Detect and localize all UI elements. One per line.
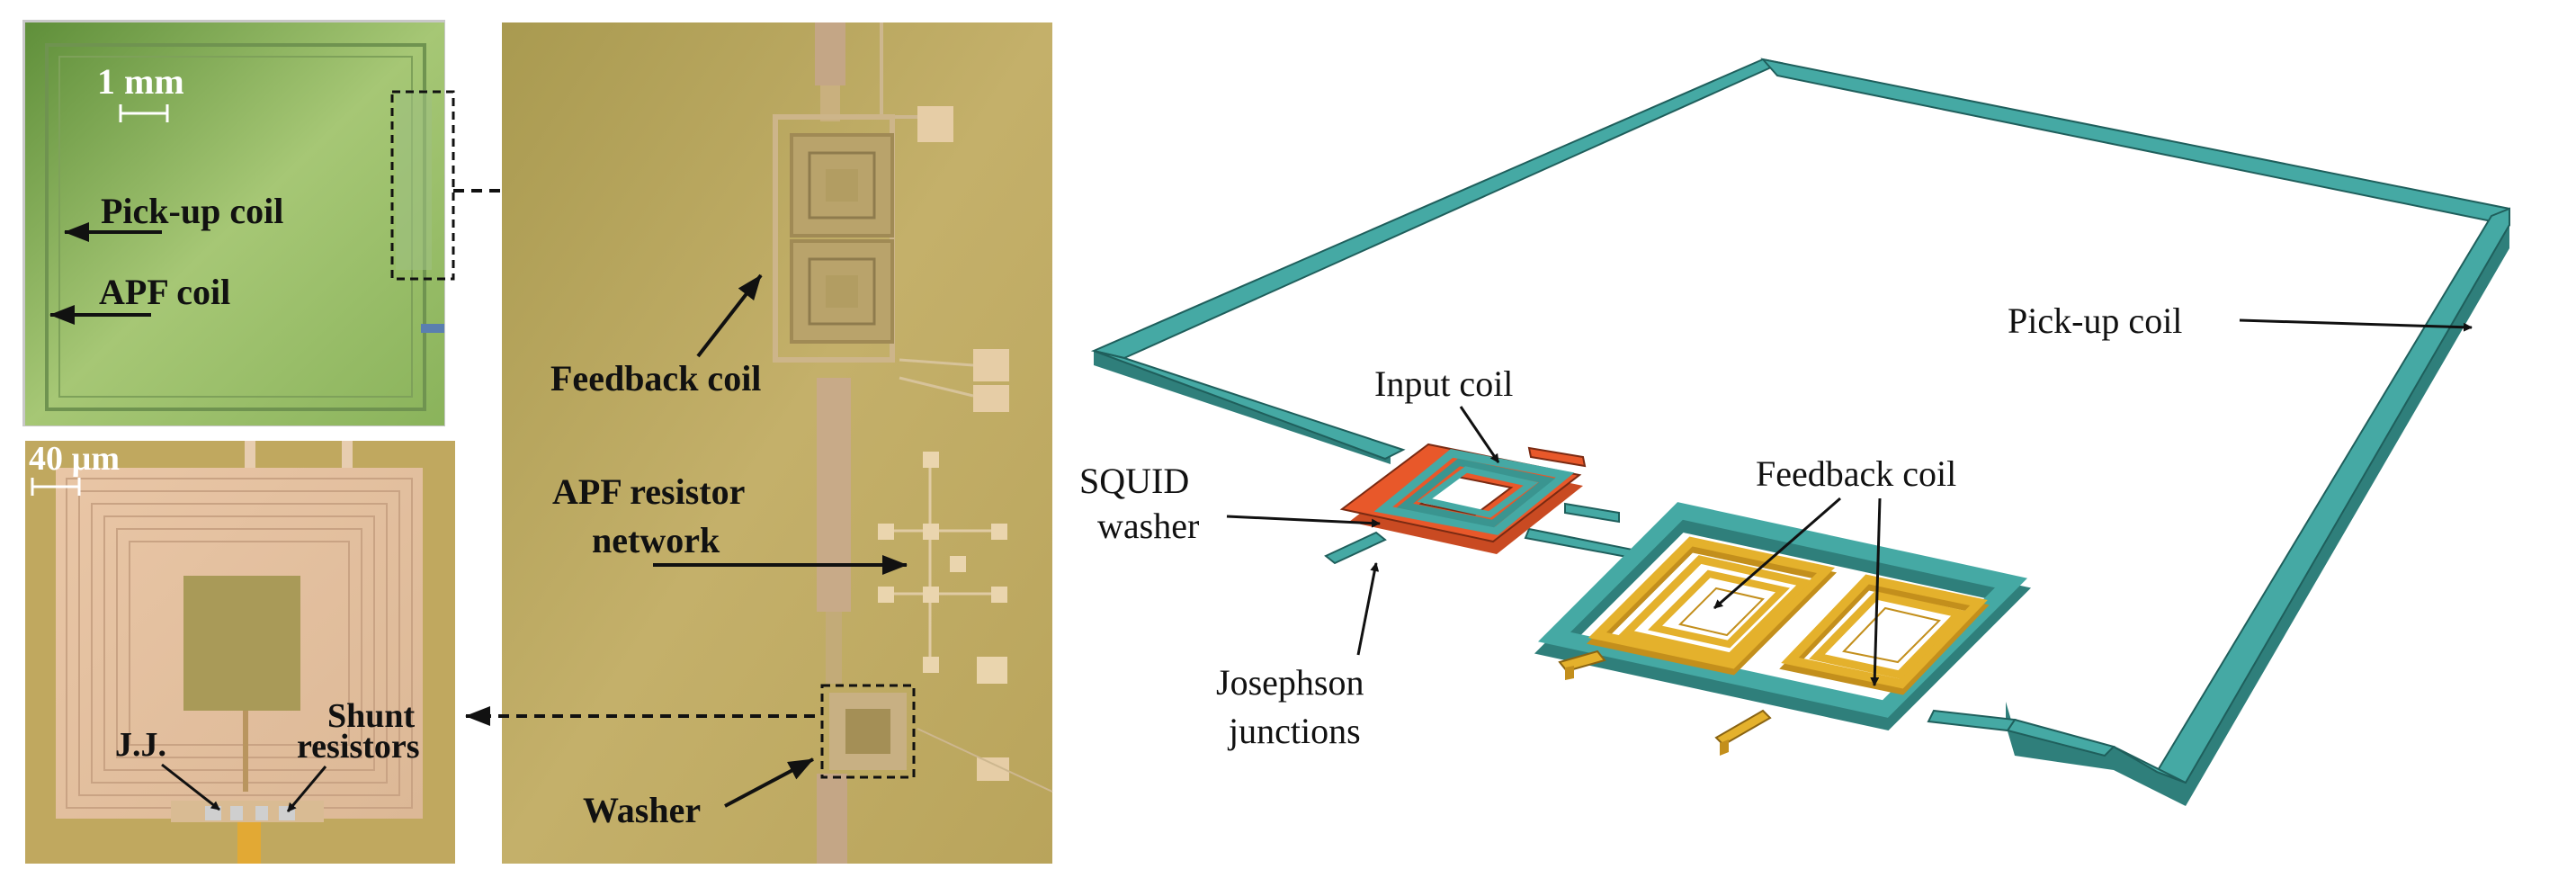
zoom-box-washer	[820, 684, 916, 779]
shunt-arrow	[286, 766, 327, 812]
josephson-label-line2: junctions	[1227, 711, 1361, 751]
chip-photo	[25, 22, 444, 426]
panel-chip-overview: 1 mm Pick-up coil APF coil	[22, 20, 455, 426]
apf-resistor-network-photo	[878, 452, 1007, 684]
panel-circuit: Feedback coil APF resistor network Washe…	[502, 22, 1053, 864]
pickup-coil-arrow-3d	[2239, 318, 2473, 332]
panel-3d-schematic: Input coil Pick-up coil SQUID washer Fee…	[1079, 58, 2510, 806]
squid-washer-label-line1: SQUID	[1079, 461, 1189, 501]
josephson-label-line1: Josephson	[1216, 662, 1364, 703]
input-coil-3d	[1373, 449, 1620, 535]
scale-label-1mm: 1 mm	[97, 61, 184, 102]
jj-label: J.J.	[115, 726, 166, 764]
apf-coil-label: APF coil	[99, 272, 230, 312]
scale-label-40um: 40 µm	[29, 440, 120, 478]
shunt-label-line1: Shunt	[327, 697, 416, 735]
feedback-coil-label-3d: Feedback coil	[1756, 453, 1956, 494]
feedback-coil-arrow-photo	[696, 273, 763, 358]
input-coil-arrow	[1459, 406, 1500, 463]
washer-label: Washer	[583, 790, 701, 830]
feedback-coil-arrow-right	[1870, 497, 1882, 686]
shunt-label-line2: resistors	[297, 728, 420, 766]
feedback-coil-arrow-left	[1713, 497, 1841, 610]
apf-network-label-line2: network	[592, 520, 720, 560]
jj-arrow	[161, 763, 220, 811]
zoom-box-top	[390, 90, 455, 281]
pickup-coil-label-photo: Pick-up coil	[101, 191, 283, 231]
input-coil-label: Input coil	[1374, 363, 1513, 404]
feedback-coil-label-photo: Feedback coil	[550, 358, 761, 399]
squid-washer-label-line2: washer	[1097, 506, 1199, 546]
washer-arrow	[724, 757, 814, 808]
squid-washer-arrow	[1226, 515, 1381, 528]
feedback-coil-3d	[1534, 502, 2032, 756]
panel-washer-closeup: 40 µm J.J. Shunt resistors	[25, 440, 455, 864]
washer-hole-photo	[183, 576, 300, 711]
apf-network-label-line1: APF resistor	[552, 471, 745, 512]
pickup-coil-label-3d: Pick-up coil	[2008, 300, 2182, 341]
josephson-arrow	[1356, 562, 1380, 656]
pickup-coil-3d	[1090, 58, 2510, 806]
